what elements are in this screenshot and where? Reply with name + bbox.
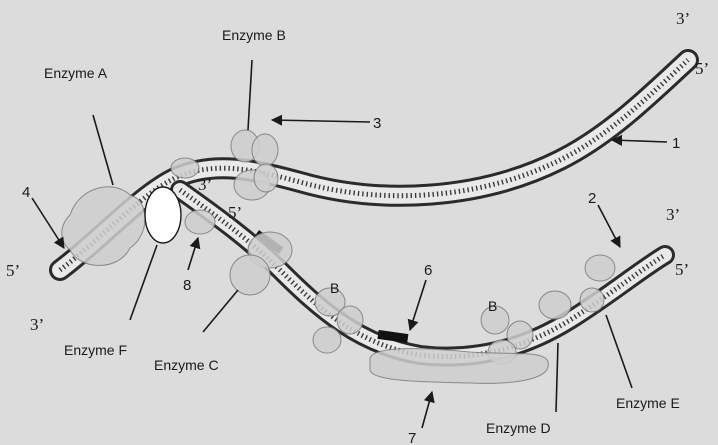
end-fork-5prime: 5’: [228, 203, 242, 222]
label-number-1: 1: [672, 135, 680, 152]
label-number-7: 7: [408, 430, 416, 445]
arrow-8: [188, 238, 198, 270]
end-top-right-3prime: 3’: [676, 9, 690, 28]
arrow-1: [612, 140, 667, 142]
label-enzyme-d: Enzyme D: [486, 420, 551, 436]
leader-enzyme-a: [93, 115, 113, 185]
arrow-3: [272, 120, 370, 122]
label-enzyme-a: Enzyme A: [44, 65, 108, 81]
end-right-5prime: 5’: [675, 260, 689, 279]
arrow-6: [410, 280, 426, 330]
arrow-4: [32, 198, 64, 248]
label-b-small-1: B: [330, 280, 339, 296]
leader-enzyme-e: [606, 315, 632, 388]
end-fork-3prime: 3’: [198, 175, 212, 194]
enzyme-b-small-1-shape: [313, 288, 363, 353]
end-left-3prime: 3’: [30, 315, 44, 334]
end-right-3prime: 3’: [666, 205, 680, 224]
label-enzyme-e: Enzyme E: [616, 395, 680, 411]
leader-enzyme-b: [248, 60, 252, 130]
enzyme-d-shape: [370, 349, 548, 384]
label-enzyme-f: Enzyme F: [64, 342, 127, 358]
enzyme-f-shape: [145, 187, 181, 243]
label-number-4: 4: [22, 184, 30, 201]
enzyme-a-shape: [62, 187, 145, 266]
label-number-6: 6: [424, 262, 432, 279]
label-number-2: 2: [588, 190, 596, 207]
arrow-7: [422, 392, 432, 428]
label-b-small-2: B: [488, 298, 497, 314]
end-top-right-5prime: 5’: [695, 59, 709, 78]
label-number-8: 8: [183, 277, 191, 294]
leader-enzyme-c: [203, 290, 238, 332]
leader-enzyme-f: [130, 245, 157, 320]
leader-enzyme-d: [556, 343, 558, 412]
label-enzyme-c: Enzyme C: [154, 357, 219, 373]
label-number-3: 3: [373, 115, 381, 132]
end-left-5prime: 5’: [6, 261, 20, 280]
arrow-2: [598, 205, 620, 247]
label-enzyme-b: Enzyme B: [222, 27, 286, 43]
